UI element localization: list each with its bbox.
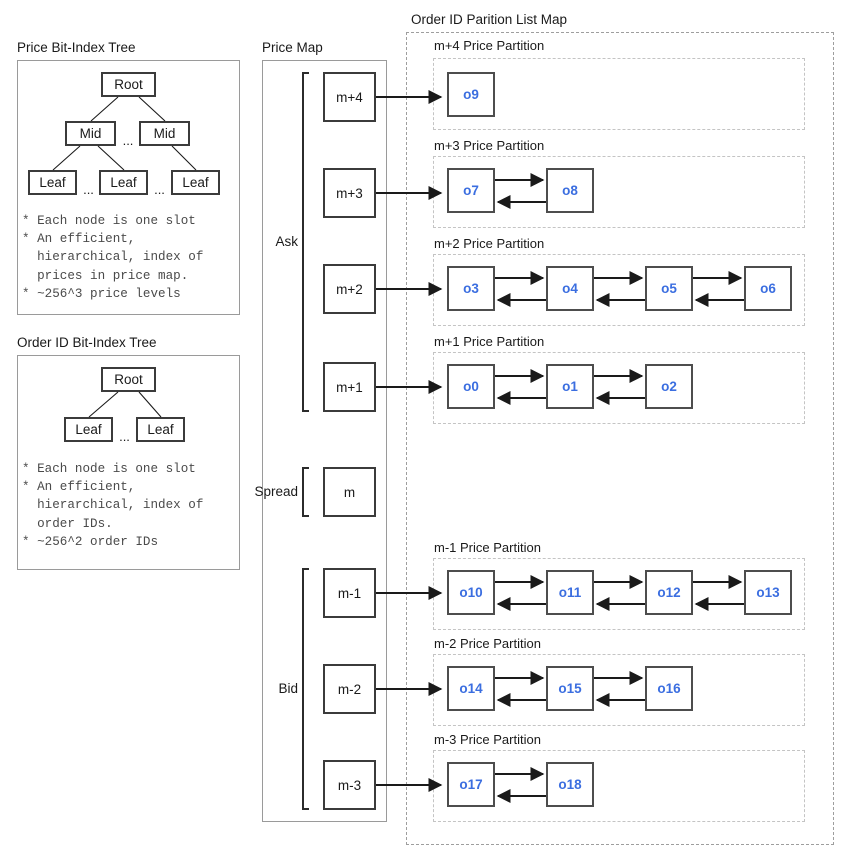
order-node-o18[interactable]: o18	[546, 762, 594, 807]
price-tree-leaf-ellipsis-1: ...	[83, 182, 94, 197]
order-node-o7[interactable]: o7	[447, 168, 495, 213]
partition-title-m+2: m+2 Price Partition	[434, 236, 545, 251]
price-tree-notes: * Each node is one slot * An efficient, …	[22, 214, 204, 301]
partition-title-m-1: m-1 Price Partition	[434, 540, 541, 555]
price-cell-m[interactable]: m	[323, 467, 376, 517]
partition-list-map-container	[406, 32, 834, 845]
price-tree-node-root[interactable]: Root	[101, 72, 156, 97]
order-node-o8[interactable]: o8	[546, 168, 594, 213]
spread-bracket	[302, 467, 309, 517]
order-node-o2[interactable]: o2	[645, 364, 693, 409]
bid-bracket	[302, 568, 309, 810]
order-id-partition-list-map-title: Order ID Parition List Map	[411, 12, 568, 27]
price-tree-node-leaf-1[interactable]: Leaf	[28, 170, 77, 195]
price-tree-node-leaf-2[interactable]: Leaf	[99, 170, 148, 195]
order-node-o17[interactable]: o17	[447, 762, 495, 807]
order-tree-leaf-ellipsis: ...	[119, 429, 130, 444]
order-tree-notes: * Each node is one slot * An efficient, …	[22, 462, 204, 549]
ask-bracket	[302, 72, 309, 412]
order-tree-node-leaf-2[interactable]: Leaf	[136, 417, 185, 442]
order-node-o4[interactable]: o4	[546, 266, 594, 311]
price-map-title: Price Map	[262, 40, 323, 55]
order-node-o14[interactable]: o14	[447, 666, 495, 711]
order-node-o16[interactable]: o16	[645, 666, 693, 711]
price-tree-leaf-ellipsis-2: ...	[154, 182, 165, 197]
ask-bracket-label: Ask	[275, 234, 298, 249]
partition-title-m+4: m+4 Price Partition	[434, 38, 545, 53]
order-node-o5[interactable]: o5	[645, 266, 693, 311]
order-node-o15[interactable]: o15	[546, 666, 594, 711]
price-tree-node-leaf-3[interactable]: Leaf	[171, 170, 220, 195]
order-node-o12[interactable]: o12	[645, 570, 693, 615]
price-tree-node-mid-right[interactable]: Mid	[139, 121, 190, 146]
partition-title-m-2: m-2 Price Partition	[434, 636, 541, 651]
partition-title-m-3: m-3 Price Partition	[434, 732, 541, 747]
price-cell-m+2[interactable]: m+2	[323, 264, 376, 314]
price-cell-m-1[interactable]: m-1	[323, 568, 376, 618]
order-node-o9[interactable]: o9	[447, 72, 495, 117]
price-cell-m-2[interactable]: m-2	[323, 664, 376, 714]
price-cell-m-3[interactable]: m-3	[323, 760, 376, 810]
order-node-o0[interactable]: o0	[447, 364, 495, 409]
price-bit-index-tree-title: Price Bit-Index Tree	[17, 40, 136, 55]
order-node-o11[interactable]: o11	[546, 570, 594, 615]
order-id-bit-index-tree-title: Order ID Bit-Index Tree	[17, 335, 157, 350]
price-cell-m+4[interactable]: m+4	[323, 72, 376, 122]
order-node-o1[interactable]: o1	[546, 364, 594, 409]
order-node-o6[interactable]: o6	[744, 266, 792, 311]
order-tree-node-leaf-1[interactable]: Leaf	[64, 417, 113, 442]
order-node-o10[interactable]: o10	[447, 570, 495, 615]
partition-title-m+3: m+3 Price Partition	[434, 138, 545, 153]
partition-title-m+1: m+1 Price Partition	[434, 334, 545, 349]
price-cell-m+1[interactable]: m+1	[323, 362, 376, 412]
price-cell-m+3[interactable]: m+3	[323, 168, 376, 218]
spread-bracket-label: Spread	[254, 484, 298, 499]
order-node-o13[interactable]: o13	[744, 570, 792, 615]
order-node-o3[interactable]: o3	[447, 266, 495, 311]
price-tree-node-mid-left[interactable]: Mid	[65, 121, 116, 146]
price-tree-mid-ellipsis: ...	[122, 133, 134, 148]
bid-bracket-label: Bid	[278, 681, 298, 696]
order-tree-node-root[interactable]: Root	[101, 367, 156, 392]
